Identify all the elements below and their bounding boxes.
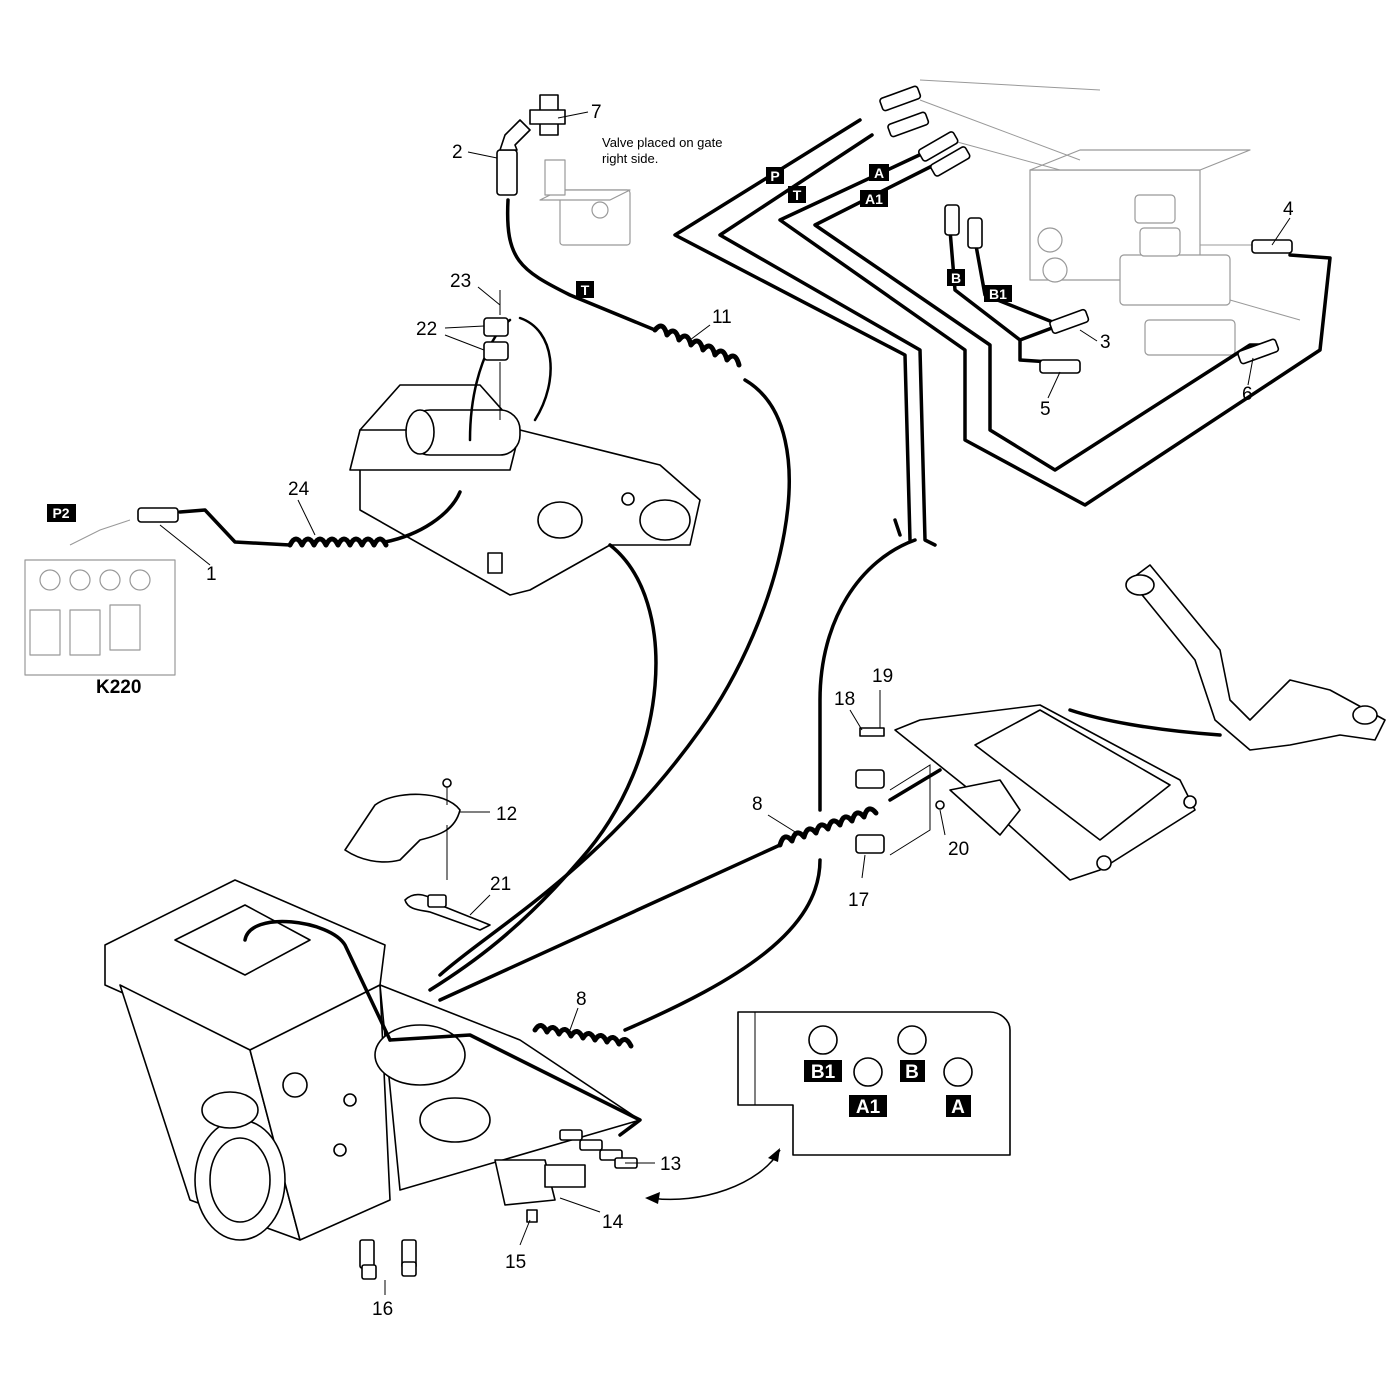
svg-text:A: A — [951, 1097, 965, 1118]
callout-1: 1 — [206, 564, 217, 585]
badge-t-hose: T — [576, 281, 594, 298]
hose-end-fittings — [137, 85, 1293, 523]
spiral-guard-8-upper — [777, 806, 879, 848]
svg-text:B1: B1 — [989, 286, 1007, 302]
plate-badge-a: A — [946, 1095, 971, 1118]
callout-17: 17 — [848, 890, 869, 911]
port-plate-badges: B1 B A1 A — [804, 1060, 971, 1118]
callout-7: 7 — [591, 102, 602, 123]
arrow-head-right — [768, 1148, 780, 1162]
badge-b: B — [947, 269, 965, 286]
quick-hitch — [349, 316, 701, 596]
k220-control-valve — [24, 519, 176, 676]
callout-13: 13 — [660, 1154, 681, 1175]
note-line-1: Valve placed on gate — [602, 135, 722, 150]
callout-24: 24 — [288, 479, 310, 500]
svg-text:A1: A1 — [865, 191, 883, 207]
svg-text:T: T — [581, 282, 590, 298]
gate-frame — [894, 704, 1197, 881]
arrow-head-left — [645, 1192, 660, 1204]
callout-19: 19 — [872, 666, 893, 687]
spiral-guard-8-lower — [532, 1023, 634, 1049]
svg-text:B: B — [905, 1062, 919, 1083]
callout-12: 12 — [496, 804, 517, 825]
callout-numbers: 1 2 3 4 5 6 7 8 8 11 12 13 14 15 16 17 1… — [206, 102, 1294, 1320]
callout-15: 15 — [505, 1252, 526, 1273]
callout-18: 18 — [834, 689, 855, 710]
svg-text:A: A — [874, 165, 884, 181]
callout-20: 20 — [948, 839, 969, 860]
badge-t-upper: T — [788, 186, 806, 203]
callout-14: 14 — [602, 1212, 624, 1233]
svg-text:A1: A1 — [856, 1097, 881, 1118]
badge-a1: A1 — [860, 190, 888, 207]
callout-4: 4 — [1283, 199, 1294, 220]
callout-6: 6 — [1242, 384, 1253, 405]
note-line-2: right side. — [602, 151, 658, 166]
callout-8-upper: 8 — [752, 794, 763, 815]
valve-block-assembly — [919, 79, 1301, 356]
badge-p2: P2 — [47, 504, 76, 522]
badge-b1: B1 — [984, 285, 1012, 302]
reference-arrow — [649, 1149, 781, 1201]
callout-16: 16 — [372, 1299, 393, 1320]
callout-8-lower: 8 — [576, 989, 587, 1010]
badge-p: P — [766, 167, 784, 184]
callout-22: 22 — [416, 319, 437, 340]
gate-valve — [529, 94, 631, 246]
port-plate — [737, 1011, 1011, 1156]
spiral-guard-24 — [287, 536, 389, 548]
callout-21: 21 — [490, 874, 511, 895]
plate-badge-a1: A1 — [849, 1095, 887, 1118]
badge-a: A — [869, 164, 889, 181]
hose-strap — [404, 893, 491, 931]
hydraulic-hoses — [178, 118, 1332, 1137]
callout-2: 2 — [452, 142, 463, 163]
callout-23: 23 — [450, 271, 471, 292]
callout-3: 3 — [1100, 332, 1111, 353]
svg-text:P2: P2 — [52, 505, 69, 521]
split-clamp — [855, 690, 945, 856]
spiral-guard-11 — [652, 323, 742, 368]
plate-badge-b: B — [900, 1060, 925, 1083]
callout-5: 5 — [1040, 399, 1051, 420]
svg-text:B1: B1 — [811, 1062, 836, 1083]
svg-text:B: B — [951, 270, 961, 286]
mounting-bracket — [494, 1159, 586, 1223]
plate-badge-b1: B1 — [804, 1060, 842, 1083]
hose-fittings — [359, 1129, 638, 1280]
port-badges: P T A A1 B B1 T P2 — [47, 164, 1012, 522]
hose-clamp — [483, 290, 509, 420]
leader-lines — [159, 111, 1291, 1295]
k220-label: K220 — [96, 677, 141, 698]
callout-11: 11 — [712, 307, 732, 328]
svg-text:P: P — [770, 168, 779, 184]
svg-text:T: T — [793, 187, 802, 203]
gate-arm — [1125, 564, 1386, 751]
cover-plate — [344, 778, 461, 880]
